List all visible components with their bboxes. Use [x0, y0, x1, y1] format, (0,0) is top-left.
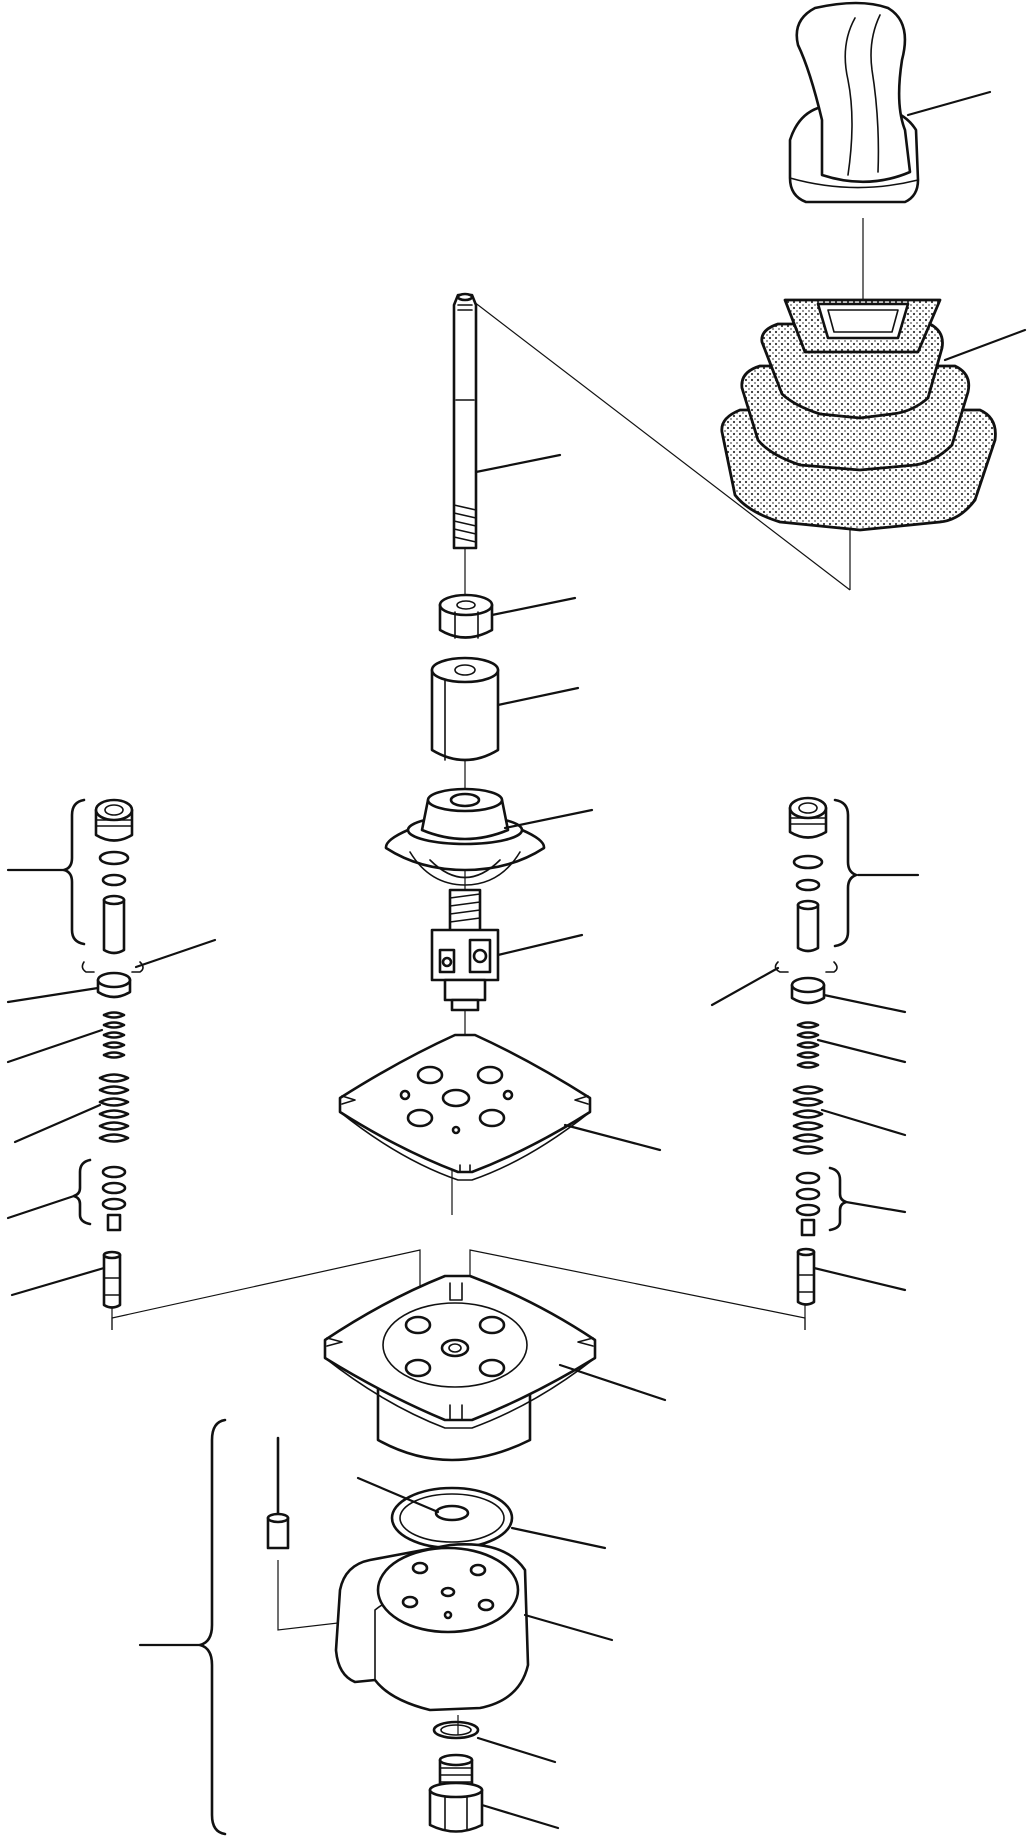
- left-pusher-assembly: [6, 798, 217, 1309]
- bottom-o-ring: [432, 1720, 557, 1764]
- cone-plate: [384, 787, 594, 886]
- plug-pin: [266, 1436, 290, 1550]
- handle-grip: [788, 1, 992, 204]
- lower-casing: [334, 1543, 614, 1712]
- right-pusher-assembly: [710, 796, 920, 1306]
- valve-body-plate: [323, 1274, 667, 1462]
- spacer-sleeve: [430, 656, 580, 762]
- lever-shaft: [452, 292, 562, 550]
- rubber-boot: [720, 298, 1027, 532]
- group-bracket-body: [138, 1418, 227, 1836]
- o-ring-large: [356, 1476, 607, 1550]
- universal-joint: [430, 888, 584, 1012]
- bottom-fitting: [428, 1753, 560, 1833]
- lock-nut: [438, 593, 577, 639]
- cam-plate: [338, 1033, 662, 1181]
